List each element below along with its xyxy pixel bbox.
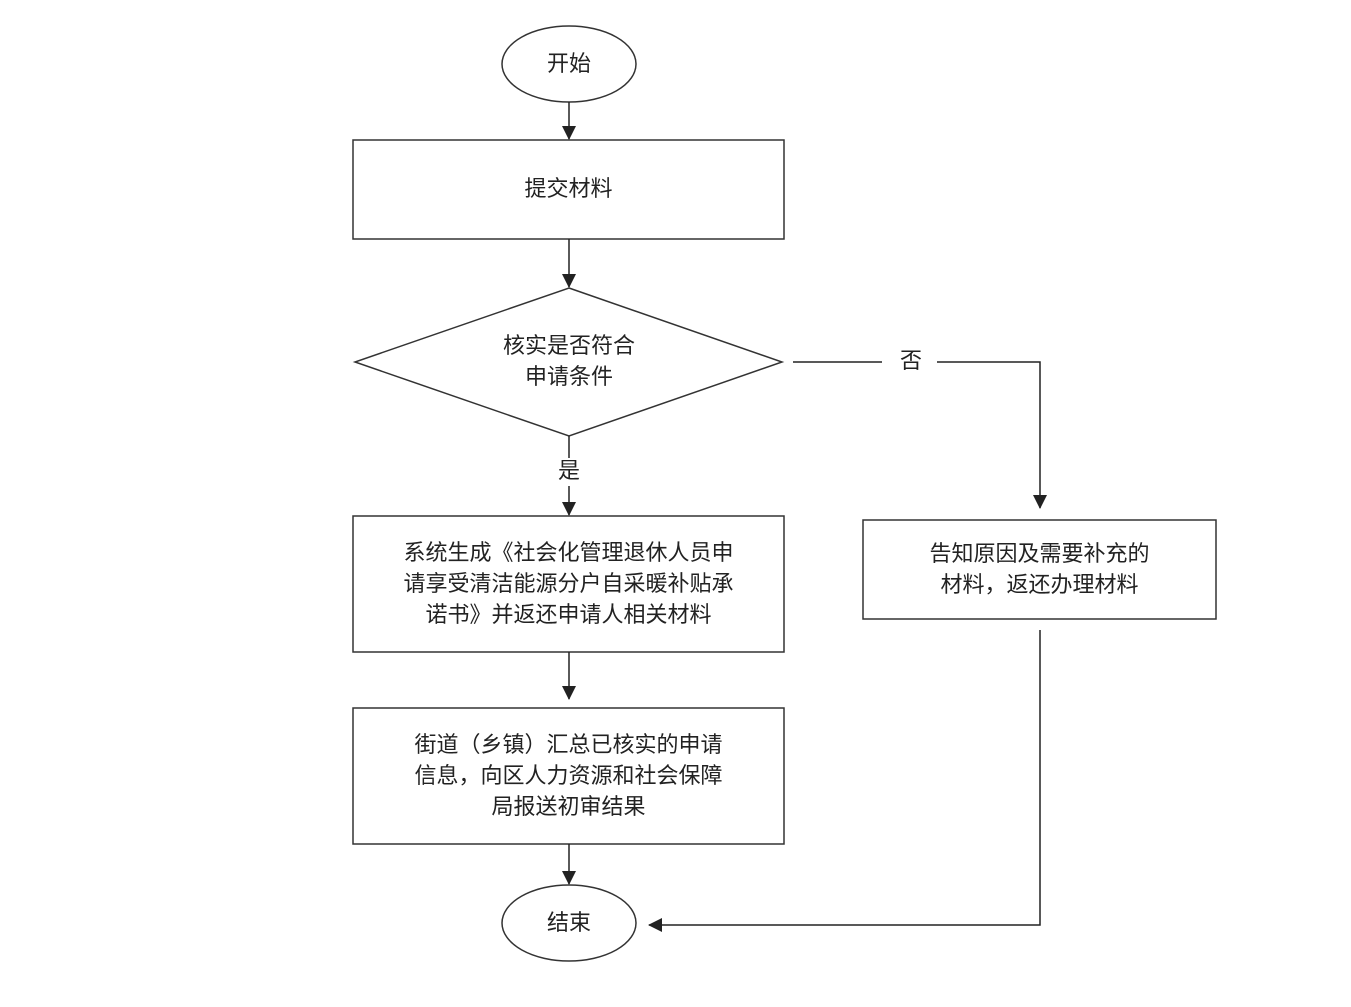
summary-box <box>352 707 785 845</box>
generate-line-2: 请享受清洁能源分户自采暖补贴承 <box>403 571 734 597</box>
notify-line-2: 材料，返还办理材料 <box>940 572 1139 598</box>
start-text: 开始 <box>546 51 591 77</box>
submit-label: 提交材料 <box>353 140 784 239</box>
yes-label: 是 <box>557 459 581 485</box>
summary-line-2: 信息，向区人力资源和社会保障 <box>414 763 723 789</box>
end-text: 结束 <box>546 910 591 936</box>
notify-line-1: 告知原因及需要补充的 <box>929 541 1150 567</box>
submit-box <box>352 139 785 240</box>
decision-line-1: 核实是否符合 <box>502 334 635 359</box>
generate-line-1: 系统生成《社会化管理退休人员申 <box>403 540 734 566</box>
generate-line-3: 诺书》并返还申请人相关材料 <box>425 602 712 628</box>
end-label: 结束 <box>502 885 636 961</box>
notify-label: 告知原因及需要补充的 材料，返还办理材料 <box>863 520 1216 619</box>
notify-box <box>862 519 1217 620</box>
decision-line-2: 申请条件 <box>524 365 613 390</box>
arrow-no-to-notify <box>937 361 1047 509</box>
submit-text: 提交材料 <box>524 177 613 202</box>
arrow-notify-to-end <box>648 630 1041 932</box>
decision-label: 核实是否符合 申请条件 <box>420 330 718 394</box>
start-label: 开始 <box>502 26 636 102</box>
generate-label: 系统生成《社会化管理退休人员申 请享受清洁能源分户自采暖补贴承 诺书》并返还申请… <box>353 516 784 652</box>
summary-line-3: 局报送初审结果 <box>491 794 646 820</box>
summary-label: 街道（乡镇）汇总已核实的申请 信息，向区人力资源和社会保障 局报送初审结果 <box>353 708 784 844</box>
end-terminal <box>501 884 637 962</box>
no-label: 否 <box>898 349 924 375</box>
summary-line-1: 街道（乡镇）汇总已核实的申请 <box>414 732 723 758</box>
